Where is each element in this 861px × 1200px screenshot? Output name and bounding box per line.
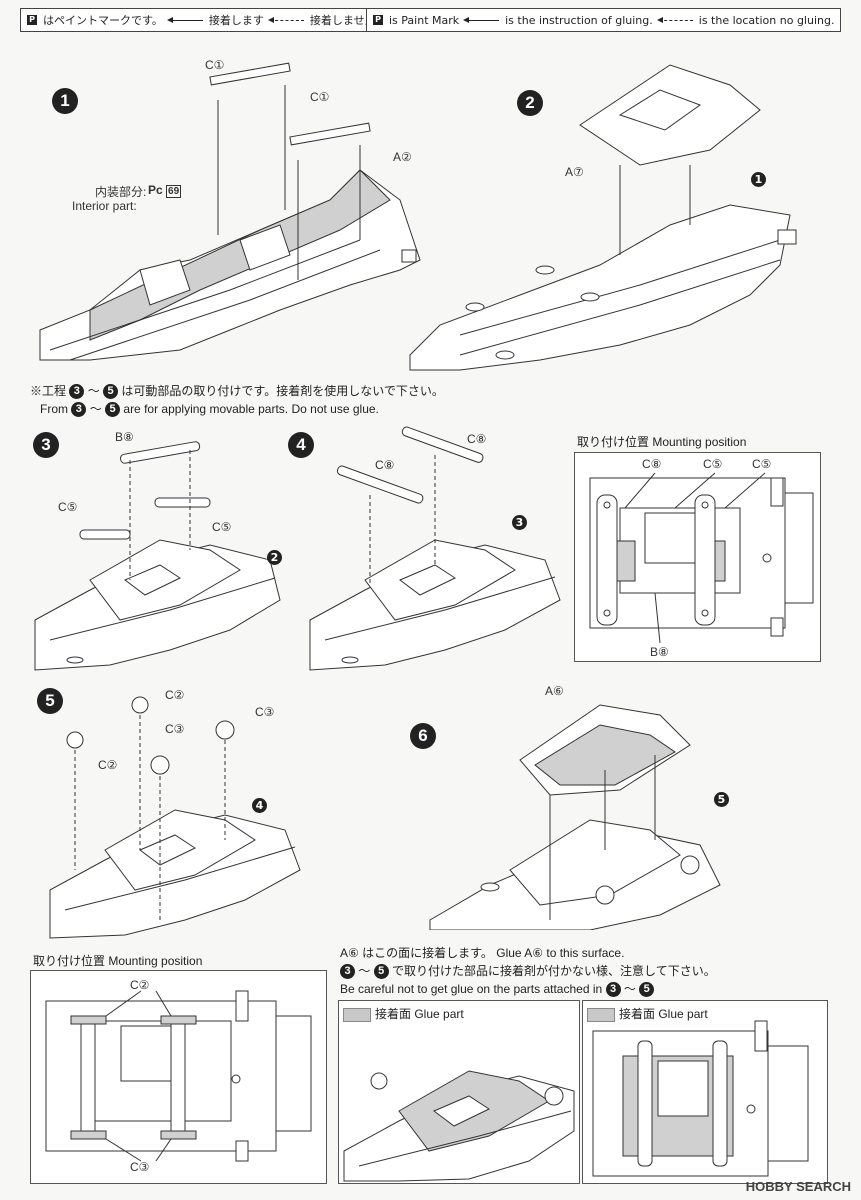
glue-part-label: 接着面 Glue part — [619, 1007, 708, 1021]
glue-arrow-icon — [166, 16, 203, 23]
glue-part-legend: 接着面 Glue part — [343, 1005, 464, 1022]
glue-note-line3-b: ～ — [623, 982, 636, 996]
mounting-position-1-title: 取り付け位置 Mounting position — [577, 435, 747, 449]
label-mount1-c8: C⑧ — [642, 457, 662, 471]
watermark-logo: HOBBY SEARCH — [745, 1179, 851, 1194]
glue-note-line1-jp: A⑥ はこの面に接着します。 — [340, 946, 493, 960]
ref-step-5-badge: 5 — [105, 402, 121, 418]
label-mount1-b8: B⑧ — [650, 645, 669, 659]
ref-step-5-badge: 5 — [714, 792, 729, 807]
label-c2b: C② — [98, 758, 118, 772]
label-c8b: C⑧ — [375, 458, 395, 472]
glue-part-box-right: 接着面 Glue part — [582, 1000, 828, 1184]
label-c3b: C③ — [255, 705, 275, 719]
noglue-arrow-icon — [267, 16, 304, 23]
legend-paint-text: is Paint Mark — [389, 13, 460, 27]
step-3-illustration — [34, 441, 281, 671]
label-a7: A⑦ — [565, 165, 584, 179]
label-a2: A② — [393, 150, 412, 164]
glue-part-label: 接着面 Glue part — [375, 1007, 464, 1021]
ref-step-5-badge: 5 — [639, 982, 655, 998]
ref-step-5-badge: 5 — [373, 964, 389, 980]
label-a6: A⑥ — [545, 684, 564, 698]
step-6-badge: 6 — [410, 723, 436, 749]
label-interior-en: Interior part: — [72, 199, 137, 213]
mounting-position-1-box — [574, 452, 821, 662]
step-4-illustration — [309, 426, 561, 671]
step-4-badge: 4 — [288, 432, 314, 458]
label-c2a: C② — [165, 688, 185, 702]
ref-step-3-badge: 3 — [512, 515, 527, 530]
legend-glue-text: 接着します — [208, 14, 264, 27]
label-c3a: C③ — [165, 722, 185, 736]
label-interior-jp: 内装部分: — [95, 185, 147, 199]
pc-ref-text: Pc — [148, 183, 163, 197]
label-c5b: C⑤ — [212, 520, 232, 534]
step-5-illustration — [49, 696, 301, 939]
glue-note-line3-a: Be careful not to get glue on the parts … — [340, 982, 603, 996]
note-jp-a: ※工程 — [30, 384, 67, 398]
label-b8: B⑧ — [115, 430, 134, 444]
label-c5a: C⑤ — [58, 500, 78, 514]
glue-note-line1-en: Glue A⑥ to this surface. — [496, 946, 625, 960]
ref-step-2-badge: 2 — [267, 550, 282, 565]
noglue-arrow-icon — [656, 16, 693, 23]
glue-swatch-icon — [587, 1007, 615, 1022]
label-mount1-c5b: C⑤ — [752, 457, 772, 471]
step-6-illustration — [429, 704, 721, 930]
movable-parts-note: ※工程 3 ～ 5 は可動部品の取り付けです。接着剤を使用しないで下さい。 Fr… — [30, 382, 444, 418]
label-c1b: C① — [310, 90, 330, 104]
ref-step-3-badge: 3 — [69, 384, 85, 400]
note-en-c: are for applying movable parts. Do not u… — [123, 402, 379, 416]
glue-swatch-icon — [343, 1007, 371, 1022]
ref-step-3-badge: 3 — [71, 402, 87, 418]
ref-step-3-badge: 3 — [605, 982, 621, 998]
legend-glue-text: is the instruction of gluing. — [505, 13, 653, 27]
ref-step-3-badge: 3 — [340, 964, 355, 980]
label-c1a: C① — [205, 58, 225, 72]
legend-noglue-text: 接着しません — [309, 14, 376, 27]
paint-mark-icon: P — [27, 15, 37, 25]
legend-noglue-text: is the location no gluing. — [698, 13, 835, 27]
glue-part-box-left: 接着面 Glue part — [338, 1000, 580, 1184]
step-1-illustration — [39, 62, 421, 361]
label-pc-ref: Pc 69 — [148, 183, 182, 198]
glue-note: A⑥ はこの面に接着します。 Glue A⑥ to this surface. … — [340, 944, 716, 998]
glue-arrow-icon — [463, 16, 500, 23]
ref-step-5-badge: 5 — [103, 384, 119, 400]
legend-english: P is Paint Mark is the instruction of gl… — [366, 8, 842, 32]
label-mount1-c5a: C⑤ — [703, 457, 723, 471]
step-3-badge: 3 — [33, 432, 59, 458]
paint-mark-icon: P — [373, 15, 383, 25]
ref-step-4-badge: 4 — [252, 798, 267, 813]
page-ref-box: 69 — [166, 185, 182, 198]
step-1-badge: 1 — [52, 88, 78, 114]
glue-note-line2-b: で取り付けた部品に接着剤が付かない様、注意して下さい。 — [392, 964, 716, 978]
mounting-position-2-title: 取り付け位置 Mounting position — [33, 954, 203, 968]
step-2-badge: 2 — [517, 90, 543, 116]
label-mount2-c3: C③ — [130, 1160, 150, 1174]
step-5-badge: 5 — [37, 688, 63, 714]
label-mount2-c2: C② — [130, 978, 150, 992]
glue-part-legend: 接着面 Glue part — [587, 1005, 708, 1022]
step-2-illustration — [409, 64, 797, 371]
legend-japanese: P はペイントマークです。 接着します 接着しません — [20, 8, 383, 32]
ref-step-1-badge: 1 — [751, 172, 766, 187]
note-jp-c: は可動部品の取り付けです。接着剤を使用しないで下さい。 — [121, 384, 444, 398]
glue-note-line2-a: ～ — [358, 964, 371, 978]
legend-paint-text: はペイントマークです。 — [43, 14, 163, 27]
note-jp-b: ～ — [87, 384, 100, 398]
note-en-a: From — [40, 402, 68, 416]
note-en-b: ～ — [89, 402, 102, 416]
mounting-position-2-box — [30, 970, 327, 1184]
label-c8a: C⑧ — [467, 432, 487, 446]
